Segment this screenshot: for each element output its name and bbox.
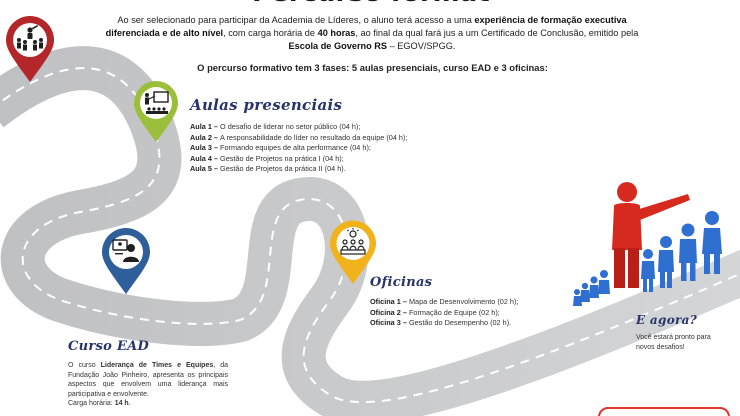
aulas-title: Aulas presenciais xyxy=(190,96,343,114)
agora-description: Você estará pronto para novos desafios! xyxy=(636,334,711,351)
list-item: Aula 3 – Formando equipes de alta perfor… xyxy=(190,143,371,153)
list-item: Oficina 3 – Gestão do Desempenho (02 h). xyxy=(370,318,512,328)
list-item: Oficina 2 – Formação de Equipe (02 h); xyxy=(370,307,500,317)
bottom-action-button[interactable] xyxy=(598,407,730,416)
phases-summary: O percurso formativo tem 3 fases: 5 aula… xyxy=(197,62,548,73)
list-item: Aula 4 – Gestão de Projetos na prática I… xyxy=(190,153,344,163)
team-figures xyxy=(573,211,722,306)
aulas-list: Aula 1 – O desafio de liderar no setor p… xyxy=(190,122,450,175)
page-title: Percurso formativo xyxy=(252,0,492,8)
list-item: Oficina 1 – Mapa de Desenvolvimento (02 … xyxy=(370,297,519,306)
intro-paragraph: Ao ser selecionado para participar da Ac… xyxy=(105,15,639,51)
workshop-idea-icon xyxy=(340,228,366,255)
oficinas-title: Oficinas xyxy=(370,275,433,290)
aulas-pin xyxy=(134,81,178,142)
list-item: Aula 2 – A responsabilidade do líder no … xyxy=(190,132,408,142)
ead-description: O curso Liderança de Times e Equipes, da… xyxy=(68,362,228,408)
leader-figure xyxy=(612,182,690,288)
ead-title: Curso EAD xyxy=(68,339,150,354)
list-item: Aula 5 – Gestão de Projetos da prática I… xyxy=(190,164,346,174)
ead-pin xyxy=(102,228,150,294)
oficinas-list: Oficina 1 – Mapa de Desenvolvimento (02 … xyxy=(370,297,570,329)
leader-team-illustration xyxy=(573,182,722,306)
team-leader-icon xyxy=(17,25,43,51)
online-learning-icon xyxy=(112,239,139,262)
oficinas-pin xyxy=(330,220,376,284)
agora-title: E agora? xyxy=(636,313,698,327)
start-pin xyxy=(6,16,54,82)
classroom-presentation-icon xyxy=(145,91,169,114)
list-item: Aula 1 – O desafio de liderar no setor p… xyxy=(190,122,361,131)
